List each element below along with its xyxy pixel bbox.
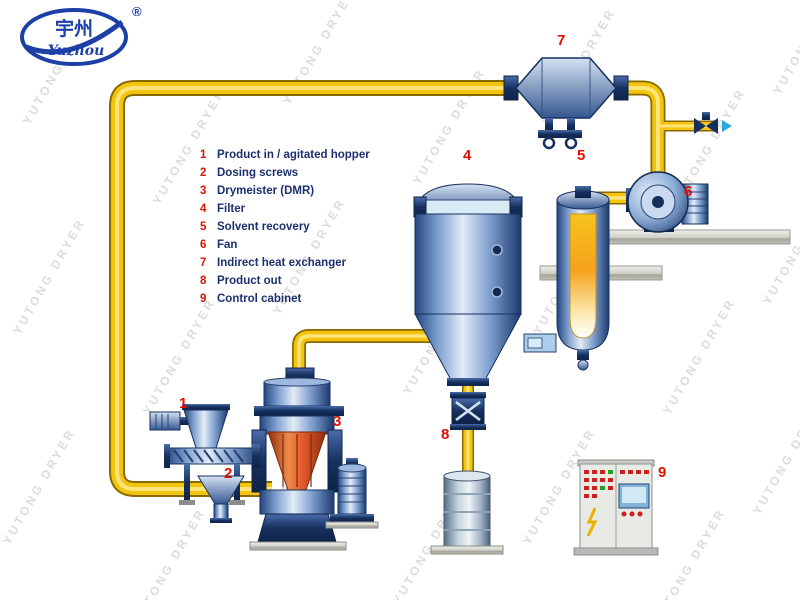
agitated-hopper [149, 404, 230, 449]
mill-lower-body [259, 489, 335, 515]
cabinet-base [573, 547, 659, 556]
legend-item-label: Product in / agitated hopper [217, 149, 370, 161]
legend-item-label: Fan [217, 239, 238, 251]
hx-drain-valve [538, 118, 560, 150]
mill-flange-band [254, 406, 344, 416]
agitator-motor [149, 411, 181, 431]
legend-item-number: 6 [200, 239, 207, 251]
solvent-recovery [523, 186, 610, 371]
screw-outlet-flange [252, 444, 260, 468]
hx-drain-valve [560, 118, 582, 150]
indicator-lights [584, 470, 649, 498]
legend-item-label: Drymeister (DMR) [217, 185, 315, 197]
hopper-body [183, 409, 229, 449]
logo-chinese-text: 宇州 [55, 18, 93, 40]
screw-support-leg [184, 464, 190, 502]
legend-item: 1 Product in / agitated hopper [200, 146, 370, 164]
recovery-outlet-valve [577, 359, 589, 371]
legend-item-number: 2 [200, 167, 207, 179]
hopper-lid [182, 404, 230, 410]
filter-cone-flange [447, 378, 489, 386]
legend-item-label: Filter [217, 203, 246, 215]
legend-item-label: Indirect heat exchanger [217, 257, 347, 269]
flow-arrow-icon [722, 120, 732, 132]
mill-motor [325, 458, 379, 529]
legend: 1 Product in / agitated hopper 2 Dosing … [200, 146, 370, 308]
high-voltage-icon [586, 507, 598, 537]
fan-hub [652, 196, 664, 208]
drum-base-plate [430, 545, 504, 555]
legend-item-number: 4 [200, 203, 207, 215]
legend-item: 5 Solvent recovery [200, 218, 370, 236]
mill-upper-body [259, 415, 335, 435]
mill-base-plate [249, 541, 347, 551]
legend-item: 3 Drymeister (DMR) [200, 182, 370, 200]
filter-sight-band [423, 199, 513, 215]
registered-trademark: ® [132, 4, 142, 19]
feed-funnel [197, 475, 245, 523]
rotary-valve [450, 392, 486, 430]
filter-handhole [491, 286, 503, 298]
funnel-stem [213, 503, 229, 521]
filter-handhole [491, 244, 503, 256]
recovery-inlet-nozzle [575, 186, 591, 198]
mill-pedestal [257, 513, 337, 543]
legend-item: 2 Dosing screws [200, 164, 370, 182]
brand-logo: 宇州 Yuzhou ® [10, 4, 160, 70]
filter-cone [414, 313, 522, 381]
filter [413, 183, 523, 386]
bleed-valve [694, 112, 732, 134]
hx-body [515, 57, 617, 119]
legend-item-number: 3 [200, 185, 207, 197]
legend-item: 6 Fan [200, 236, 370, 254]
product-drum [430, 470, 504, 555]
legend-item-number: 9 [200, 293, 207, 305]
indirect-heat-exchanger [503, 57, 629, 150]
legend-item: 9 Control cabinet [200, 290, 370, 308]
recovery-sight-glass [569, 213, 597, 339]
control-cabinet [573, 459, 659, 556]
legend-item-label: Control cabinet [217, 293, 302, 305]
logo-swoosh [25, 20, 124, 55]
legend-item: 7 Indirect heat exchanger [200, 254, 370, 272]
legend-item-label: Dosing screws [217, 167, 299, 179]
legend-item-number: 5 [200, 221, 207, 233]
legend-item-number: 8 [200, 275, 207, 287]
logo-script-text: Yuzhou [48, 43, 105, 59]
legend-item: 4 Filter [200, 200, 370, 218]
filter-body [414, 213, 522, 315]
fan [626, 171, 709, 233]
legend-item-number: 1 [200, 149, 207, 161]
drum-lid [443, 470, 491, 482]
legend-item-label: Solvent recovery [217, 221, 310, 233]
legend-item-label: Product out [217, 275, 282, 287]
legend-item-number: 7 [200, 257, 207, 269]
legend-item: 8 Product out [200, 272, 370, 290]
fan-platform [605, 229, 791, 245]
drymeister-mill [249, 367, 379, 551]
recovery-outlet [577, 350, 589, 360]
